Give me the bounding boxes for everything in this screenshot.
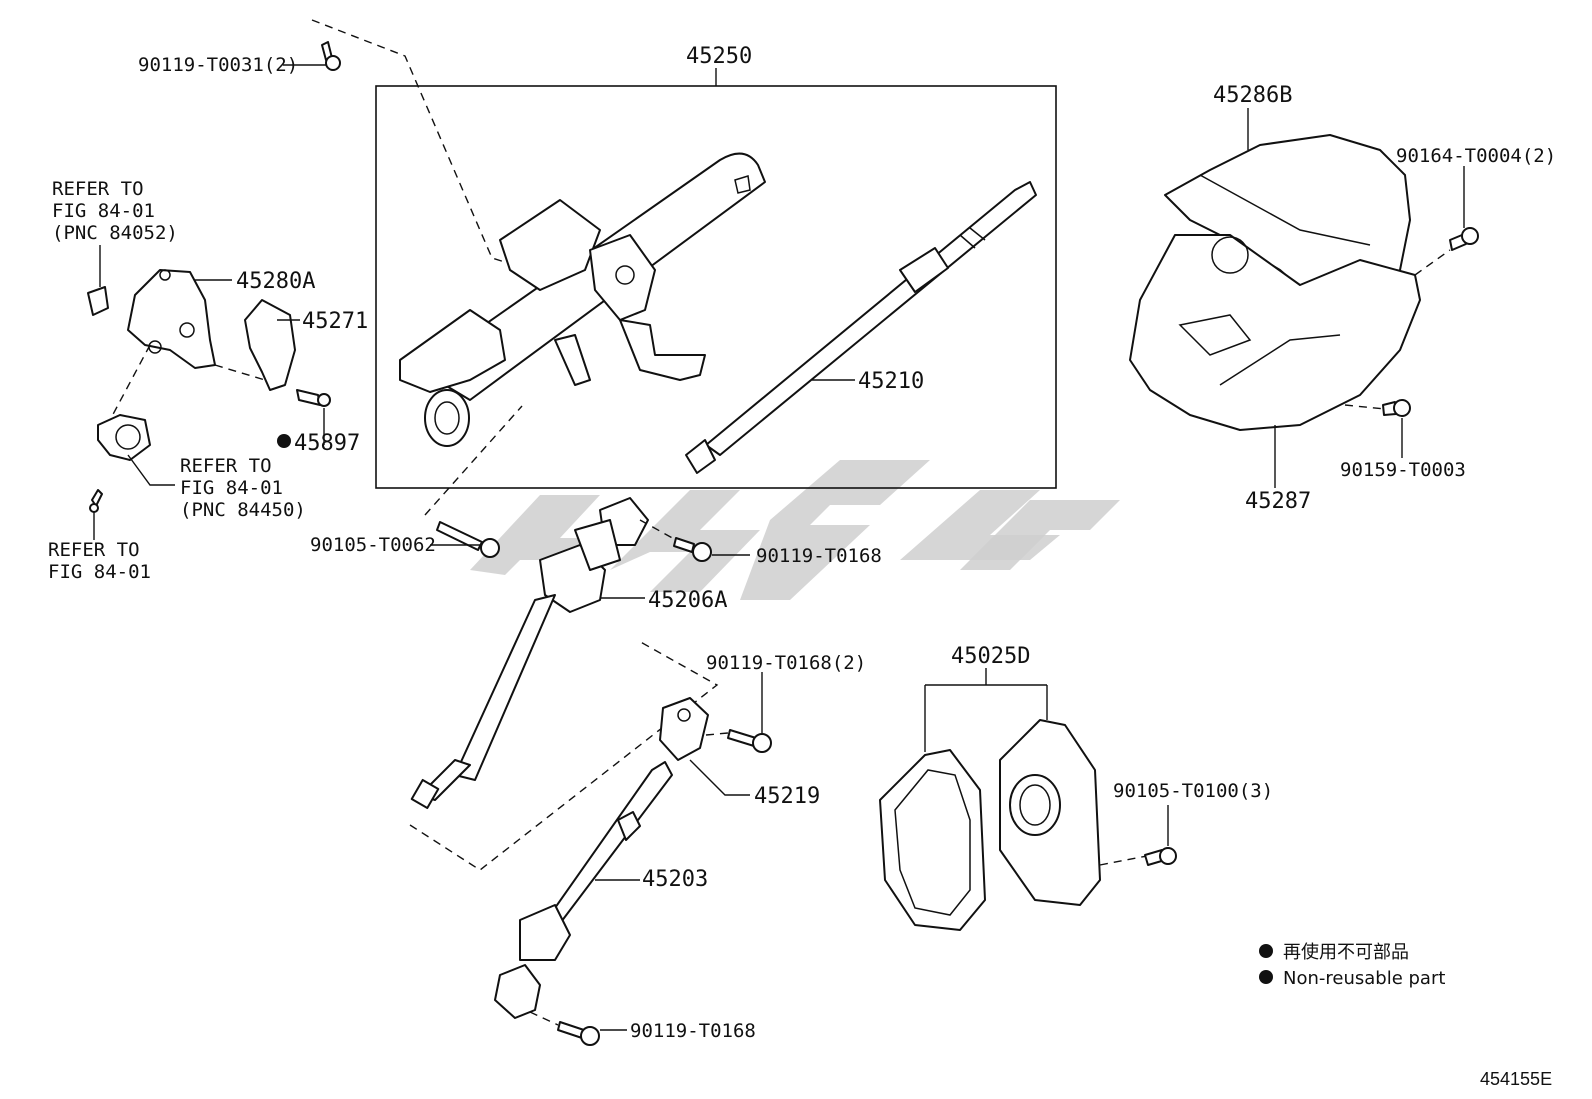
part-45271-cover <box>244 299 296 391</box>
dashed-45280A-45271 <box>214 364 266 381</box>
label-45025D: 45025D <box>951 644 1030 669</box>
part-45206A-intermediate-shaft <box>410 497 649 810</box>
label-90105-T0100: 90105-T0100(3) <box>1113 780 1273 802</box>
part-45203-lower-shaft <box>494 761 673 1019</box>
label-90119-T0168-lower: 90119-T0168 <box>630 1020 756 1042</box>
label-45219: 45219 <box>754 784 820 809</box>
label-45897: 45897 <box>294 431 360 456</box>
bracket-45025D <box>924 668 1048 752</box>
legend-dot-en <box>1259 970 1273 984</box>
dashed-joint-group <box>424 405 523 516</box>
dashed-45025D-bolt <box>1099 854 1153 866</box>
bolt-90119-T0031 <box>321 41 341 71</box>
label-refer-84450-line1: REFER TO <box>180 455 272 477</box>
steering-column-tube <box>399 152 766 447</box>
bolt-90105-T0100 <box>1144 847 1177 866</box>
connector-84052 <box>87 286 109 316</box>
label-90105-T0062: 90105-T0062 <box>310 534 436 556</box>
dashed-leader-90119-T0031 <box>311 19 531 271</box>
dashed-shaft-box <box>409 639 719 871</box>
legend: 再使用不可部品 Non-reusable part <box>1259 942 1445 989</box>
label-90119-T0168-2: 90119-T0168(2) <box>706 652 866 674</box>
dashed-switch <box>109 344 151 421</box>
label-refer-84052-line2: FIG 84-01 <box>52 200 155 222</box>
part-45280A-bracket <box>127 269 216 369</box>
leader-45219 <box>689 759 750 796</box>
steering-main-shaft <box>685 181 1037 474</box>
label-90164-T0004: 90164-T0004(2) <box>1396 145 1556 167</box>
leader-refer-84450 <box>127 454 175 486</box>
legend-dot-jp <box>1259 944 1273 958</box>
label-90159-T0003: 90159-T0003 <box>1340 459 1466 481</box>
screw-45897 <box>296 389 331 407</box>
label-45203: 45203 <box>642 867 708 892</box>
label-90119-T0168-upper: 90119-T0168 <box>756 545 882 567</box>
bolt-90119-T0168-upper <box>673 537 712 562</box>
label-refer-84052-line3: (PNC 84052) <box>52 222 178 244</box>
figure-code: 454155E <box>1480 1069 1552 1089</box>
label-refer-fig-line2: FIG 84-01 <box>48 561 151 583</box>
dashed-joint-bolt <box>639 519 677 541</box>
label-45250: 45250 <box>686 44 752 69</box>
small-screw-refer <box>89 489 103 513</box>
label-45271: 45271 <box>302 309 368 334</box>
switch-84450 <box>97 414 151 461</box>
legend-text-en: Non-reusable part <box>1283 968 1445 989</box>
dashed-45203-bolt <box>529 1011 559 1026</box>
label-45206A: 45206A <box>648 588 727 613</box>
label-45280A: 45280A <box>236 269 315 294</box>
part-45287-lower-cover <box>1129 234 1421 431</box>
label-refer-84052-line1: REFER TO <box>52 178 144 200</box>
bolt-90105-T0062 <box>436 521 500 558</box>
bolt-90119-T0168-lower <box>557 1021 600 1046</box>
legend-text-jp: 再使用不可部品 <box>1283 942 1409 963</box>
label-45286B: 45286B <box>1213 83 1292 108</box>
part-45219-joint <box>659 697 709 761</box>
bolt-90119-T0168-2 <box>727 729 772 753</box>
label-refer-84450-line3: (PNC 84450) <box>180 499 306 521</box>
non-reusable-dot-45897 <box>277 434 291 448</box>
label-45210: 45210 <box>858 369 924 394</box>
label-45287: 45287 <box>1245 489 1311 514</box>
bolt-90164-T0004 <box>1449 227 1479 251</box>
label-90119-T0031: 90119-T0031(2) <box>138 54 298 76</box>
label-refer-fig-line1: REFER TO <box>48 539 140 561</box>
assembly-frame-45250 <box>375 85 1057 489</box>
part-45025D-seal-assembly <box>879 719 1101 931</box>
label-refer-84450-line2: FIG 84-01 <box>180 477 283 499</box>
dashed-45219-bolt <box>705 732 729 736</box>
dashed-45286B-bolt <box>1414 249 1451 276</box>
bolt-90159-T0003 <box>1382 399 1411 417</box>
